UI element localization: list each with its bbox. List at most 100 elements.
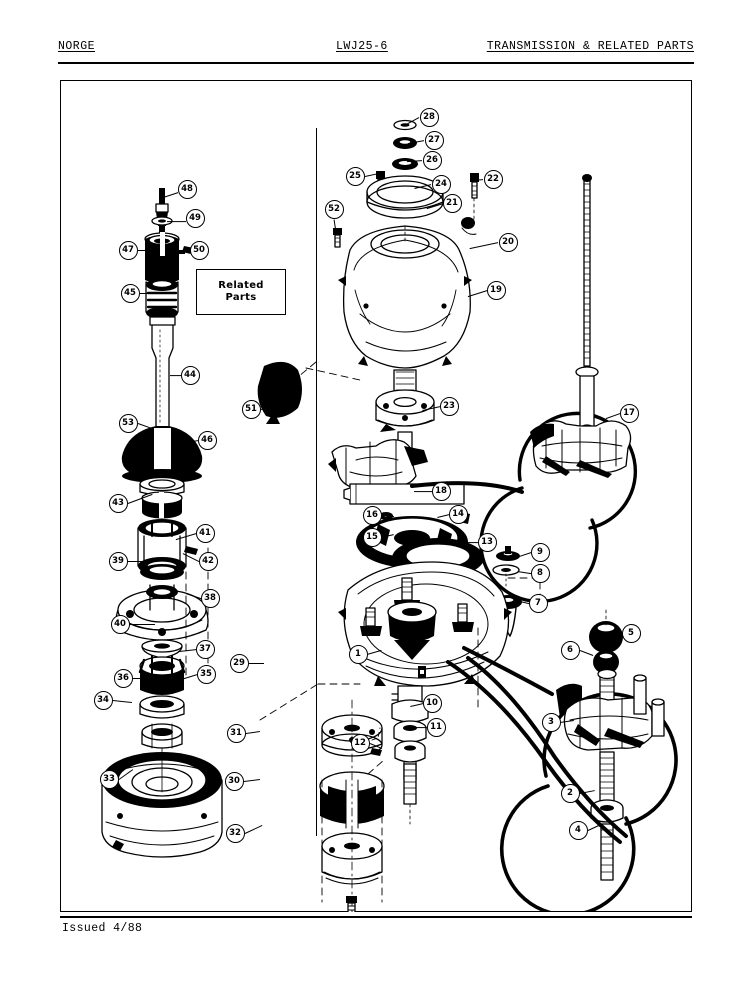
footer-rule bbox=[60, 916, 692, 918]
callout-3[interactable]: 3 bbox=[541, 712, 561, 732]
part-43-seal bbox=[139, 476, 185, 519]
callout-15[interactable]: 15 bbox=[362, 527, 382, 547]
page-header: NORGE LWJ25-6 TRANSMISSION & RELATED PAR… bbox=[58, 40, 694, 66]
part-35-ring bbox=[139, 695, 185, 719]
callout-38[interactable]: 38 bbox=[200, 588, 220, 608]
callout-40[interactable]: 40 bbox=[110, 614, 130, 634]
callout-42[interactable]: 42 bbox=[198, 551, 218, 571]
callout-17[interactable]: 17 bbox=[619, 403, 639, 423]
related-parts-line1: Related bbox=[218, 279, 264, 291]
callout-26[interactable]: 26 bbox=[422, 150, 442, 170]
callout-52[interactable]: 52 bbox=[324, 199, 344, 219]
exploded-parts-artwork bbox=[101, 119, 678, 912]
callout-36[interactable]: 36 bbox=[113, 668, 133, 688]
part-38-flange bbox=[115, 584, 209, 641]
diagram-vertical-divider bbox=[316, 128, 318, 836]
leader-40 bbox=[130, 624, 155, 626]
model-number: LWJ25-6 bbox=[336, 40, 388, 53]
callout-10[interactable]: 10 bbox=[422, 693, 442, 713]
leader-13 bbox=[459, 542, 478, 544]
part-9-washer bbox=[496, 546, 520, 561]
callout-1[interactable]: 1 bbox=[348, 644, 368, 664]
leader-47 bbox=[138, 250, 152, 252]
callout-23[interactable]: 23 bbox=[439, 396, 459, 416]
callout-2[interactable]: 2 bbox=[560, 783, 580, 803]
leader-44 bbox=[170, 375, 181, 377]
callout-32[interactable]: 32 bbox=[225, 823, 245, 843]
callout-50[interactable]: 50 bbox=[189, 240, 209, 260]
page-title: TRANSMISSION & RELATED PARTS bbox=[486, 40, 694, 53]
callout-19[interactable]: 19 bbox=[486, 280, 506, 300]
callout-49[interactable]: 49 bbox=[185, 208, 205, 228]
detail-circle-lower-right bbox=[499, 609, 678, 912]
callout-30[interactable]: 30 bbox=[224, 771, 244, 791]
part-51-rubber-mount bbox=[257, 361, 302, 424]
leader-49 bbox=[167, 221, 186, 223]
callout-35[interactable]: 35 bbox=[196, 664, 216, 684]
leader-36 bbox=[133, 678, 160, 680]
part-49-washer bbox=[151, 216, 173, 226]
part-37-gear bbox=[138, 655, 186, 695]
part-44-agitator-shaft bbox=[149, 316, 176, 431]
part-52-screw bbox=[333, 228, 342, 248]
callout-46[interactable]: 46 bbox=[197, 430, 217, 450]
callout-18[interactable]: 18 bbox=[431, 481, 451, 501]
part-yoke-arm bbox=[328, 424, 428, 492]
part-36-ring bbox=[141, 723, 183, 749]
callout-51[interactable]: 51 bbox=[241, 399, 261, 419]
callout-53[interactable]: 53 bbox=[118, 413, 138, 433]
callout-16[interactable]: 16 bbox=[362, 505, 382, 525]
callout-9[interactable]: 9 bbox=[530, 542, 550, 562]
callout-24[interactable]: 24 bbox=[431, 174, 451, 194]
callout-25[interactable]: 25 bbox=[345, 166, 365, 186]
callout-34[interactable]: 34 bbox=[93, 690, 113, 710]
part-32-bolt bbox=[346, 896, 357, 912]
callout-29[interactable]: 29 bbox=[229, 653, 249, 673]
callout-22[interactable]: 22 bbox=[483, 169, 503, 189]
brand-name: NORGE bbox=[58, 40, 96, 53]
part-40-thrust-washer bbox=[141, 639, 183, 659]
part-20-transmission-case bbox=[338, 225, 472, 369]
callout-7[interactable]: 7 bbox=[528, 593, 548, 613]
part-39-nut bbox=[140, 564, 184, 580]
callout-20[interactable]: 20 bbox=[498, 232, 518, 252]
callout-37[interactable]: 37 bbox=[195, 639, 215, 659]
callout-27[interactable]: 27 bbox=[424, 130, 444, 150]
callout-41[interactable]: 41 bbox=[195, 523, 215, 543]
callout-43[interactable]: 43 bbox=[108, 493, 128, 513]
callout-8[interactable]: 8 bbox=[530, 563, 550, 583]
control-cables bbox=[410, 481, 628, 844]
part-1-transmission-cover bbox=[338, 561, 512, 687]
callout-21[interactable]: 21 bbox=[442, 193, 462, 213]
part-21-plug bbox=[461, 217, 477, 235]
callout-11[interactable]: 11 bbox=[426, 717, 446, 737]
callout-28[interactable]: 28 bbox=[419, 107, 439, 127]
leader-29 bbox=[249, 663, 264, 665]
callout-44[interactable]: 44 bbox=[180, 365, 200, 385]
callout-39[interactable]: 39 bbox=[108, 551, 128, 571]
callout-45[interactable]: 45 bbox=[120, 283, 140, 303]
callout-4[interactable]: 4 bbox=[568, 820, 588, 840]
part-31-cam-ring bbox=[319, 771, 385, 829]
callout-33[interactable]: 33 bbox=[99, 769, 119, 789]
header-rule bbox=[58, 62, 694, 64]
leader-39 bbox=[128, 561, 152, 563]
part-8-washer bbox=[492, 564, 520, 587]
part-45-coupler bbox=[145, 279, 179, 319]
callout-31[interactable]: 31 bbox=[226, 723, 246, 743]
callout-5[interactable]: 5 bbox=[621, 623, 641, 643]
detail-circle-17 bbox=[479, 174, 637, 604]
callout-14[interactable]: 14 bbox=[448, 504, 468, 524]
callout-48[interactable]: 48 bbox=[177, 179, 197, 199]
leader-11 bbox=[410, 727, 427, 729]
callout-47[interactable]: 47 bbox=[118, 240, 138, 260]
part-33-screw bbox=[112, 840, 124, 851]
callout-13[interactable]: 13 bbox=[477, 532, 497, 552]
related-parts-box: Related Parts bbox=[196, 269, 286, 315]
callout-6[interactable]: 6 bbox=[560, 640, 580, 660]
part-47-coupling bbox=[144, 232, 180, 284]
callout-12[interactable]: 12 bbox=[350, 733, 370, 753]
leader-18 bbox=[414, 491, 432, 493]
related-parts-line2: Parts bbox=[225, 292, 257, 303]
part-23-output-hub bbox=[375, 369, 435, 449]
